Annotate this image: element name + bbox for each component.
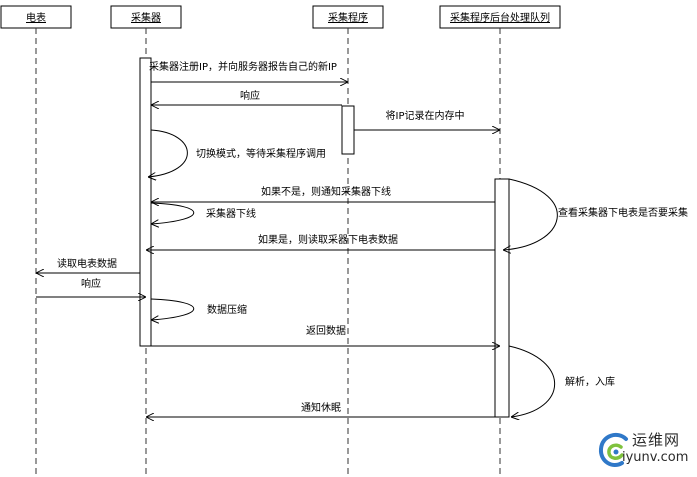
participant-program-label: 采集程序: [328, 11, 368, 24]
message-store-ip-label: 将IP记录在内存中: [386, 109, 465, 122]
participant-meter-label: 电表: [26, 11, 46, 24]
activation-program: [341, 105, 355, 155]
participant-queue: 采集程序后台处理队列: [439, 5, 561, 29]
message-check-meter-label: 查看采集器下电表是否要采集: [558, 206, 688, 219]
message-compress-label: 数据压缩: [207, 303, 247, 316]
message-if-not-label: 如果不是，则通知采集器下线: [261, 185, 391, 198]
message-response2-label: 响应: [81, 277, 101, 290]
participant-collector: 采集器: [110, 5, 182, 29]
iyunv-swirl-logo-icon: [598, 432, 628, 468]
watermark-domain: iyunv.com: [622, 450, 689, 465]
message-if-yes-label: 如果是，则读取采器下电表数据: [258, 233, 398, 246]
message-register-label: 采集器注册IP，并向服务器报告自己的新IP: [149, 60, 337, 73]
watermark-logo-text: 运维网: [632, 431, 681, 449]
activation-queue: [494, 178, 510, 418]
message-switch-mode-label: 切换模式，等待采集程序调用: [196, 147, 326, 160]
message-check-meter-arrow: [503, 178, 558, 250]
message-parse-store-label: 解析，入库: [565, 375, 615, 388]
watermark: 运维网 iyunv.com: [596, 428, 696, 474]
participant-queue-label: 采集程序后台处理队列: [450, 11, 550, 24]
activation-collector: [139, 57, 152, 347]
participant-meter: 电表: [0, 5, 72, 29]
participant-collector-label: 采集器: [131, 11, 161, 24]
message-read-meter-label: 读取电表数据: [57, 257, 117, 270]
message-parse-store-arrow: [508, 345, 556, 417]
message-return-data-label: 返回数据: [306, 324, 346, 337]
message-compress-arrow: [151, 298, 195, 320]
message-response1-label: 响应: [240, 89, 260, 102]
message-collector-offline-label: 采集器下线: [206, 207, 256, 220]
participant-program: 采集程序: [312, 5, 384, 29]
message-notify-sleep-label: 通知休眠: [301, 401, 341, 414]
message-collector-offline-arrow: [151, 202, 195, 224]
message-switch-mode-arrow: [148, 129, 188, 177]
